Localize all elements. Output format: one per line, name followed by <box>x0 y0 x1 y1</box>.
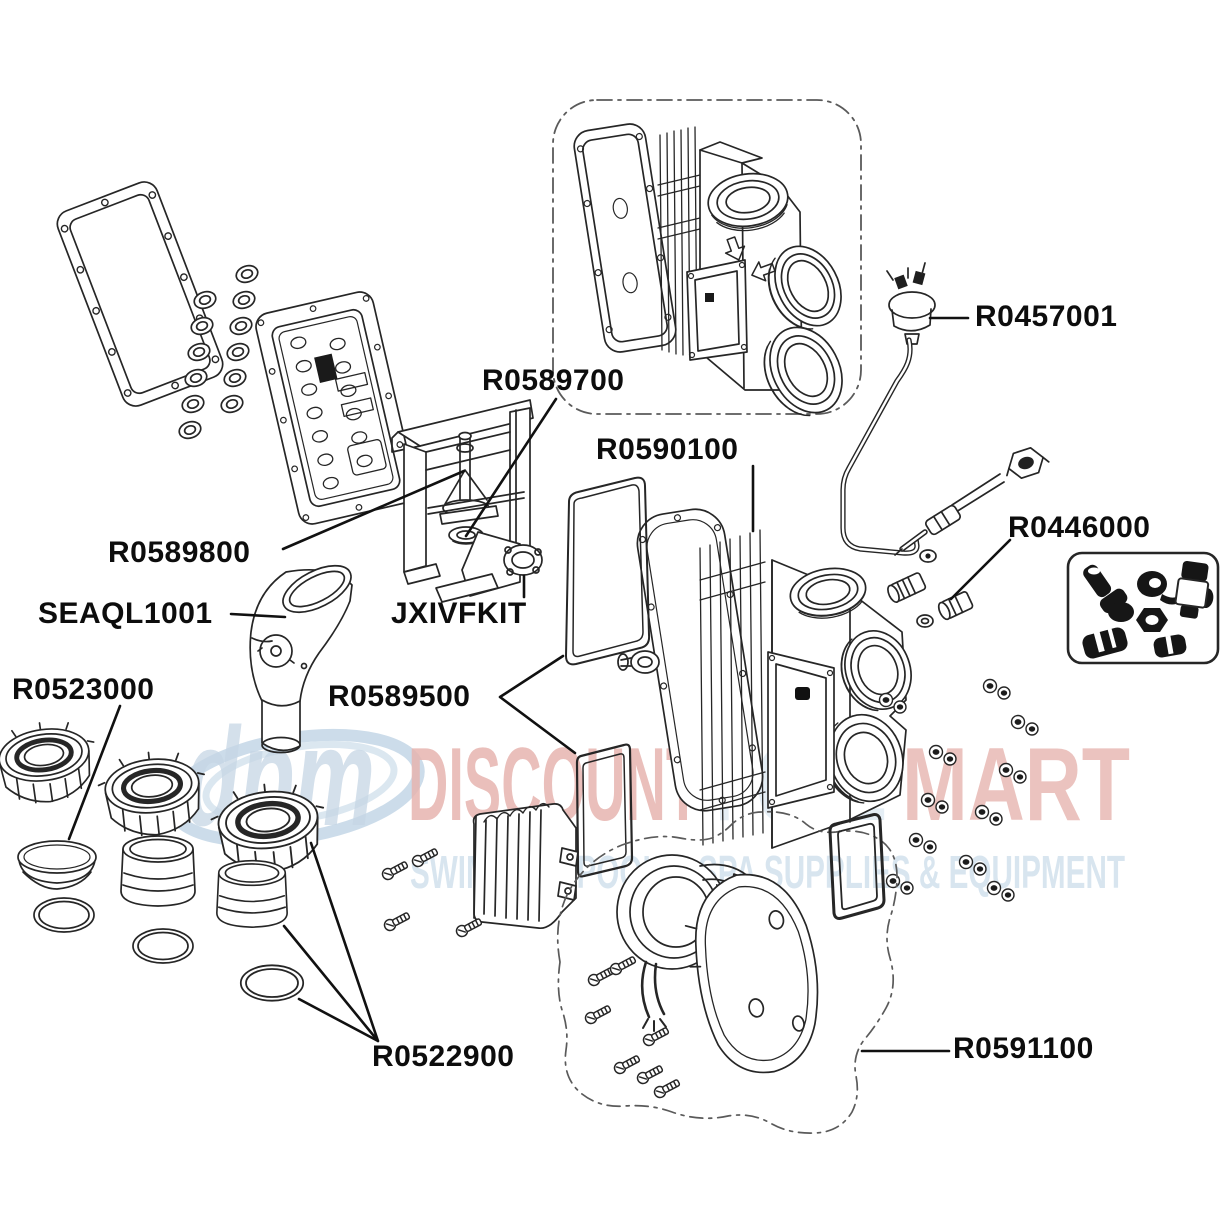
part-label-r0446000: R0446000 <box>1008 511 1151 544</box>
complete-valve-assembly-drawing <box>573 123 843 417</box>
cap-and-couplings-drawing <box>17 835 305 1002</box>
part-label-r0589800: R0589800 <box>108 536 251 569</box>
leader-r0522900 <box>282 841 380 1043</box>
part-label-r0523000: R0523000 <box>12 673 155 706</box>
terminal-cover-drawing <box>472 802 579 930</box>
diverter-bracket-assembly-drawing <box>391 399 543 603</box>
heating-element-dashed-outline <box>556 810 898 1134</box>
drain-plug-drawing <box>617 650 660 674</box>
part-label-r0590100: R0590100 <box>596 433 739 466</box>
hex-plug-drawing <box>1006 447 1050 479</box>
leader-r0589700 <box>464 397 558 538</box>
pressure-switch-drawing <box>840 262 937 563</box>
watermark-word-mart: MART <box>902 727 1130 843</box>
part-label-jxivfkit: JXIVFKIT <box>391 597 527 630</box>
leader-r0589500 <box>498 654 577 755</box>
control-cover-drawing <box>255 291 417 525</box>
connection-kit-drawing <box>1066 551 1220 665</box>
leader-r0446000 <box>949 538 1012 601</box>
leader-r0523000 <box>67 704 122 841</box>
leader-r0589800 <box>281 469 466 551</box>
heat-exchanger-body-drawing <box>617 508 912 849</box>
part-label-r0589500: R0589500 <box>328 680 471 713</box>
leader-lines <box>67 316 1012 1053</box>
flue-gasket-drawing <box>575 743 634 878</box>
element-cover-plate-drawing <box>684 873 819 1074</box>
igniter-probe-drawing <box>894 447 1050 556</box>
bypass-fittings-drawing <box>887 572 974 628</box>
part-label-r0522900: R0522900 <box>372 1040 515 1073</box>
part-label-r0591100: R0591100 <box>953 1032 1094 1065</box>
exhaust-elbow-drawing <box>249 564 353 754</box>
complete-assembly-dashed-outline <box>552 99 862 415</box>
header-gasket-drawing <box>56 181 224 407</box>
part-label-r0457001: R0457001 <box>975 300 1118 333</box>
leader-seaql1001 <box>229 612 287 619</box>
element-gasket-drawing <box>828 813 886 920</box>
part-label-seaql1001: SEAQL1001 <box>38 597 213 630</box>
front-header-gasket-drawing <box>565 476 651 666</box>
part-label-r0589700: R0589700 <box>482 364 625 397</box>
